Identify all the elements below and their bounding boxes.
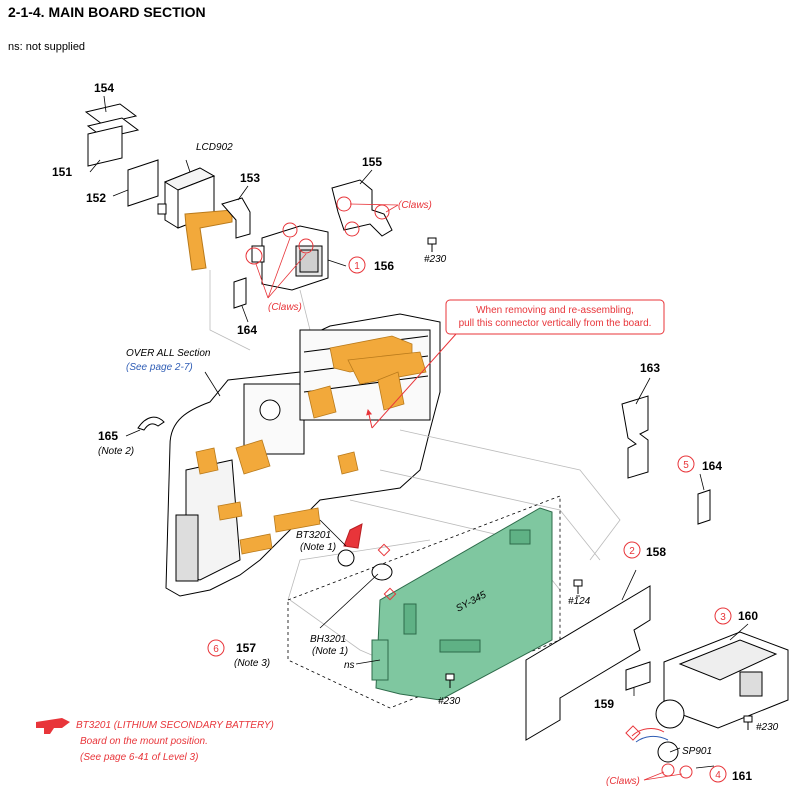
part-number-155: 155 <box>362 155 382 169</box>
callout-text-1: When removing and re-assembling, <box>476 305 634 316</box>
part-151-frame <box>87 125 123 167</box>
svg-text:5: 5 <box>683 460 689 471</box>
part-160-cover <box>655 631 789 729</box>
label-bt3201: BT3201 <box>296 530 331 541</box>
not-supplied-legend: ns: not supplied <box>8 41 86 53</box>
part-number-158: 158 <box>646 545 666 559</box>
part-156-camera-block <box>245 222 329 291</box>
board-dashed-outline <box>287 495 561 709</box>
holder-bh3201 <box>371 563 393 581</box>
claws-leaders <box>255 203 399 299</box>
label-bh3201: BH3201 <box>310 634 346 645</box>
part-number-152: 152 <box>86 191 106 205</box>
part-163-sheet <box>621 395 649 479</box>
main-board-sy345 <box>371 507 553 701</box>
svg-text:4: 4 <box>715 770 721 781</box>
label-claws-c: (Claws) <box>606 776 640 787</box>
label-lcd902: LCD902 <box>196 142 233 153</box>
leader-lines-bottom <box>125 371 749 769</box>
part-number-165: 165 <box>98 429 118 443</box>
label-screw-230-a: #230 <box>424 254 447 265</box>
label-screw-230-c: #230 <box>756 722 779 733</box>
part-153-bracket <box>221 197 251 239</box>
part-number-164-b: 164 <box>702 459 722 473</box>
guide-lines <box>287 429 621 681</box>
label-sp901: SP901 <box>682 746 712 757</box>
label-claws-b: (Claws) <box>268 302 302 313</box>
step-circle-1: 1 <box>348 256 366 274</box>
part-number-163: 163 <box>640 361 660 375</box>
screw-230-top <box>427 237 437 252</box>
part-number-164-a: 164 <box>237 323 257 337</box>
label-screw-230-b: #230 <box>438 696 461 707</box>
svg-text:2: 2 <box>629 546 635 557</box>
svg-text:3: 3 <box>720 612 726 623</box>
label-bh3201-note: (Note 1) <box>312 646 348 657</box>
part-158-sheet <box>525 585 651 741</box>
part-159-pad <box>625 661 651 691</box>
connector-callout <box>366 299 665 429</box>
label-note-2: (Note 2) <box>98 446 134 457</box>
part-164-pad-b <box>697 489 711 525</box>
battery-note: BT3201 (LITHIUM SECONDARY BATTERY) Board… <box>36 718 274 763</box>
part-number-154: 154 <box>94 81 114 95</box>
step-circle-2: 2 <box>623 541 641 559</box>
part-number-157: 157 <box>236 641 256 655</box>
part-164-pad-a <box>233 277 247 309</box>
callout-text-2: pull this connector vertically from the … <box>459 318 652 329</box>
note-line-3: (See page 6-41 of Level 3) <box>80 752 198 763</box>
part-152-panel <box>127 159 159 207</box>
flex-cables <box>195 335 427 555</box>
svg-text:1: 1 <box>354 261 360 272</box>
link-see-page-2-7[interactable]: (See page 2-7) <box>126 362 193 373</box>
label-screw-124: #124 <box>568 596 591 607</box>
step-circle-6: 6 <box>207 639 225 657</box>
label-bt3201-note: (Note 1) <box>300 542 336 553</box>
note-line-1: BT3201 (LITHIUM SECONDARY BATTERY) <box>76 720 274 731</box>
battery-bt3201 <box>337 523 397 601</box>
label-note-3: (Note 3) <box>234 658 270 669</box>
part-number-161: 161 <box>732 769 752 783</box>
screws <box>445 579 753 730</box>
pointing-hand-icon <box>36 718 70 734</box>
part-number-159: 159 <box>594 697 614 711</box>
part-number-153: 153 <box>240 171 260 185</box>
label-claws-a: (Claws) <box>398 200 432 211</box>
part-number-151: 151 <box>52 165 72 179</box>
svg-text:6: 6 <box>213 644 219 655</box>
page-title: 2-1-4. MAIN BOARD SECTION <box>8 4 206 20</box>
part-number-160: 160 <box>738 609 758 623</box>
step-circle-3: 3 <box>714 607 732 625</box>
speaker-sp901 <box>625 725 693 779</box>
note-line-2: Board on the mount position. <box>80 736 208 747</box>
label-overall-section: OVER ALL Section <box>126 348 211 359</box>
leader-lines-top <box>89 95 373 351</box>
lcd902-module <box>157 167 233 271</box>
claws-leaders-b <box>643 771 683 781</box>
part-155-bracket <box>331 179 393 237</box>
step-circle-5: 5 <box>677 455 695 473</box>
label-not-supplied: ns <box>344 660 355 671</box>
step-circle-4: 4 <box>709 765 727 783</box>
part-number-156: 156 <box>374 259 394 273</box>
part-165-clip <box>137 416 165 431</box>
